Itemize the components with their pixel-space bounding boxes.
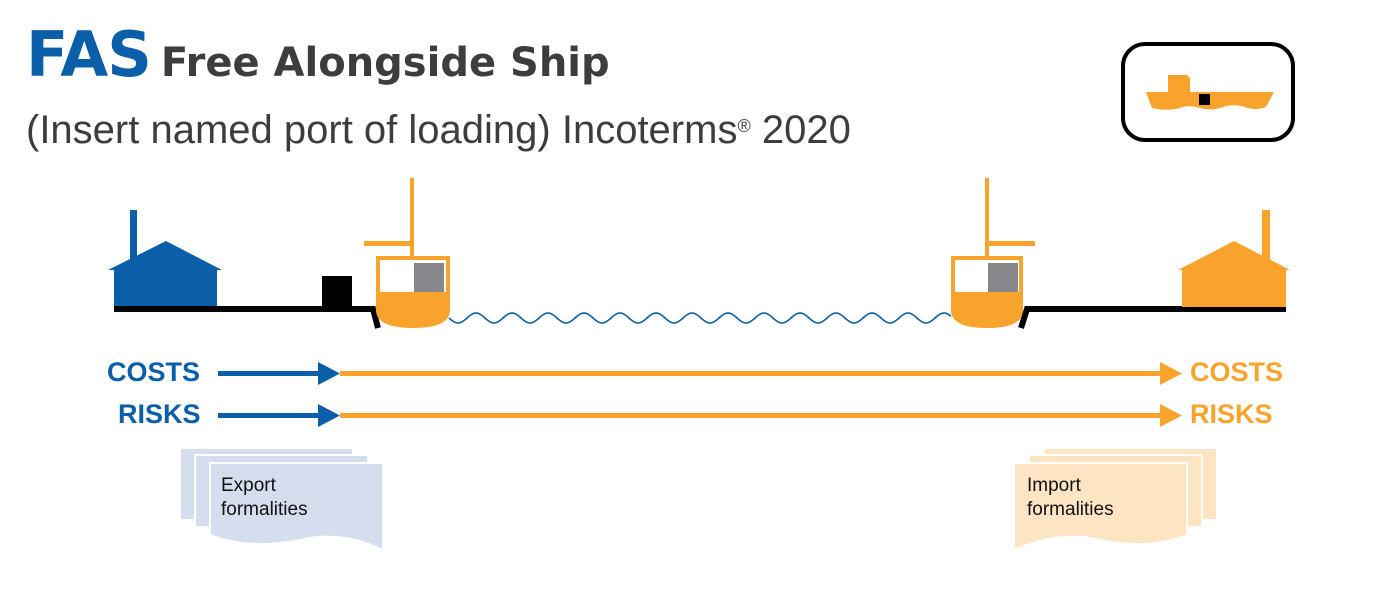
buyer-costs-label: COSTS (1190, 357, 1284, 387)
export-documents-icon (179, 447, 384, 552)
sea-ship-icon (1121, 42, 1295, 142)
doc-line: Import (1027, 475, 1081, 496)
buyer-risks-label: RISKS (1190, 399, 1273, 429)
seller-factory-icon (108, 210, 222, 307)
buyer-factory-icon (1178, 210, 1290, 307)
incoterm-abbr: FAS (26, 18, 152, 91)
subtitle: (Insert named port of loading) Incoterms… (26, 108, 851, 153)
import-documents-icon (1013, 447, 1218, 552)
buyer-quay (1018, 306, 1286, 329)
seller-risks-label: RISKS (118, 399, 201, 429)
buyer-ship-icon (951, 178, 1035, 328)
seller-costs-label: COSTS (107, 357, 201, 387)
seller-ship-icon (364, 178, 450, 328)
seller-quay (114, 306, 381, 329)
cargo-on-quay (322, 276, 352, 307)
subtitle-text: (Insert named port of loading) Incoterms (26, 108, 738, 152)
incoterm-name: Free Alongside Ship (160, 40, 610, 86)
risks-arrow (218, 404, 1182, 427)
doc-line: formalities (221, 499, 308, 520)
sea-wave (448, 312, 952, 324)
export-formalities-label: Export formalities (221, 474, 308, 522)
import-formalities-label: Import formalities (1027, 474, 1114, 522)
subtitle-year: 2020 (761, 108, 851, 152)
registered-mark: ® (737, 116, 751, 136)
costs-arrow (218, 362, 1182, 385)
doc-line: Export (221, 475, 276, 496)
doc-line: formalities (1027, 499, 1114, 520)
